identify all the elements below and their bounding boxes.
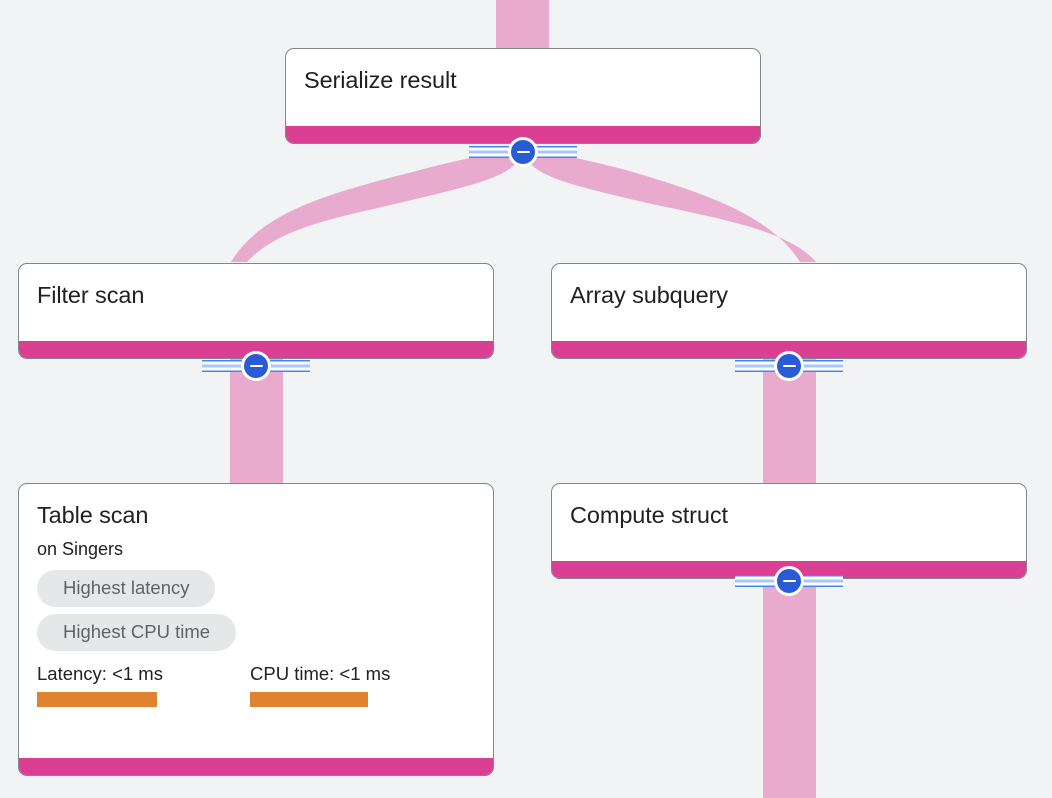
node-body: Compute struct [552,484,1026,561]
node-title: Filter scan [37,282,145,308]
node-badges: Highest latency Highest CPU time [37,570,237,651]
node-title: Array subquery [570,282,728,308]
collapse-toggle-filter-scan[interactable] [202,351,310,381]
status-badge-highest-latency: Highest latency [37,570,216,607]
node-footer-bar [286,126,760,143]
metric-cpu-time: CPU time: <1 ms [250,663,390,707]
status-badge-highest-cpu-time: Highest CPU time [37,614,237,651]
node-subtitle: on Singers [37,539,124,559]
node-body: Filter scan [19,264,493,341]
node-body: Array subquery [552,264,1026,341]
node-footer-bar [19,758,493,775]
metric-latency-label: Latency: <1 ms [37,663,163,684]
node-filter-scan[interactable]: Filter scan [18,263,494,359]
collapse-minus-icon[interactable] [241,351,271,381]
node-serialize-result[interactable]: Serialize result [285,48,761,144]
node-title: Table scan [37,502,149,528]
node-array-subquery[interactable]: Array subquery [551,263,1027,359]
metric-latency-bar [37,692,157,707]
node-footer-bar [19,341,493,358]
edge-top-into-serialize [496,0,549,52]
node-title: Compute struct [570,502,728,528]
metric-latency: Latency: <1 ms [37,663,250,707]
node-compute-struct[interactable]: Compute struct [551,483,1027,579]
metric-cpu-time-label: CPU time: <1 ms [250,663,391,684]
collapse-minus-icon[interactable] [508,137,538,167]
collapse-toggle-compute-struct[interactable] [735,566,843,596]
node-title: Serialize result [304,67,457,93]
node-body: Table scan on Singers Highest latency Hi… [19,484,493,758]
collapse-minus-icon[interactable] [774,566,804,596]
collapse-toggle-serialize-result[interactable] [469,137,577,167]
edge-compute-struct-down [763,574,816,798]
node-table-scan[interactable]: Table scan on Singers Highest latency Hi… [18,483,494,776]
node-footer-bar [552,341,1026,358]
collapse-minus-icon[interactable] [774,351,804,381]
node-metrics: Latency: <1 ms CPU time: <1 ms [37,663,390,707]
metric-cpu-time-bar [250,692,368,707]
node-body: Serialize result [286,49,760,126]
collapse-toggle-array-subquery[interactable] [735,351,843,381]
